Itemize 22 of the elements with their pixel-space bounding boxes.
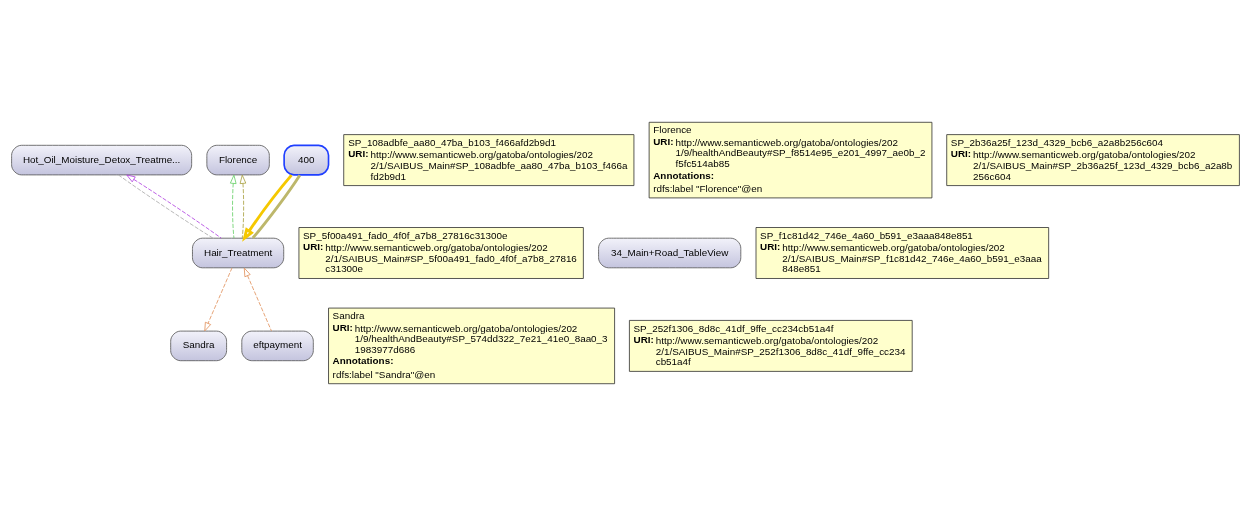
node-box: SP_5f00a491_fad0_4f0f_a7b8_27816c31300e URI: http://www.semanticweb.org/gatoba/ontologies/2022/1/SAIBUS_Main#SP_5f00a491_fad0_4f0f_a7b8_27816c31300e (298, 226, 584, 279)
node-box: Hair_Treatment (192, 237, 285, 268)
node-box: 34_Main+Road_TableView (598, 237, 742, 268)
arrow (242, 173, 293, 242)
connector (251, 173, 302, 239)
node-box: Florence URI: http://www.semanticweb.org/gatoba/ontologies/2021/9/healthAndBeauty#SP_f8514e95_e201_4997_ae0b_2f5fc514ab85 Annotations: rdfs:label "Florence"@en (648, 121, 933, 198)
node-box: SP_108adbfe_aa80_47ba_b103_f466afd2b9d1 URI: http://www.semanticweb.org/gatoba/ontologies/2022/1/SAIBUS_Main#SP_108adbfe_aa80_47ba_b103_f466afd2b9d1 (343, 133, 635, 186)
arrow (204, 267, 233, 331)
arrow (239, 174, 247, 238)
node-box: SP_252f1306_8d8c_41df_9ffe_cc234cb51a4f URI: http://www.semanticweb.org/gatoba/ontologies/2022/1/SAIBUS_Main#SP_252f1306_8d8c_41df_9ffe_cc234cb51a4f (629, 319, 913, 372)
node-box: Sandra (170, 330, 227, 361)
arrow (243, 267, 272, 331)
node-box: SP_2b36a25f_123d_4329_bcb6_a2a8b256c604 URI: http://www.semanticweb.org/gatoba/ontologies/2022/1/SAIBUS_Main#SP_2b36a25f_123d_4329_bcb6_a2a8b256c604 (946, 133, 1240, 186)
node-box: Florence (206, 144, 270, 175)
connector (118, 174, 214, 238)
arrow (126, 174, 222, 238)
node-box: 400 (283, 144, 330, 176)
node-box: Sandra URI: http://www.semanticweb.org/gatoba/ontologies/2021/9/healthAndBeauty#SP_574dd322_7e21_41e0_8aa0_31983977d686 Annotations: rdfs:label "Sandra"@en (328, 307, 615, 384)
node-box: SP_f1c81d42_746e_4a60_b591_e3aaa848e851 URI: http://www.semanticweb.org/gatoba/ontologies/2022/1/SAIBUS_Main#SP_f1c81d42_746e_4a60_b591_e3aaa848e851 (755, 226, 1050, 279)
node-box: eftpayment (241, 330, 314, 361)
node-box: Hot_Oil_Moisture_Detox_Treatme... (11, 144, 193, 175)
arrow (229, 174, 237, 238)
